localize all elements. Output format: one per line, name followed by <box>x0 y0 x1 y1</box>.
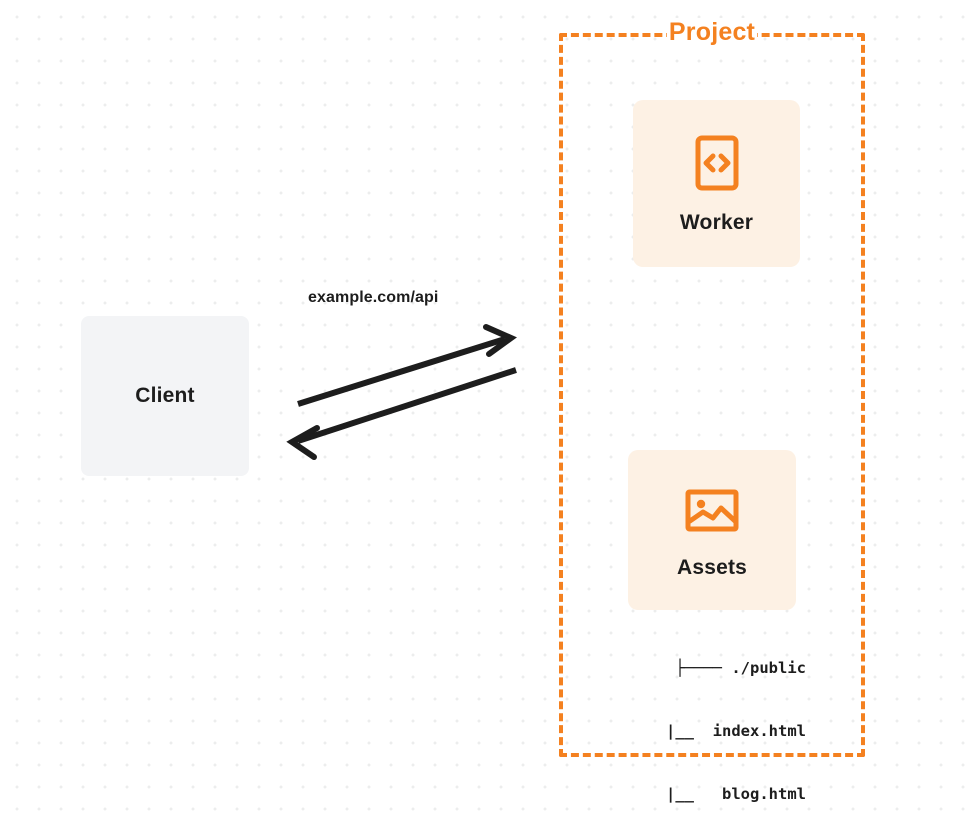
code-brackets-icon <box>695 135 738 190</box>
file-tree-row: |__ blog.html <box>638 785 806 803</box>
file-tree-row: |__ index.html <box>638 722 806 740</box>
request-arrow <box>297 324 517 407</box>
worker-card-label: Worker <box>679 210 754 234</box>
client-node-label: Client <box>135 384 195 407</box>
assets-card[interactable]: Assets <box>628 450 796 610</box>
image-icon <box>685 489 739 532</box>
worker-card[interactable]: Worker <box>633 100 800 267</box>
project-group-title-text: Project <box>666 18 758 46</box>
file-tree-row: ├──── ./public <box>675 659 806 677</box>
client-node[interactable]: Client <box>81 316 249 476</box>
assets-file-tree: ├──── ./public |__ index.html |__ blog.h… <box>601 616 806 818</box>
response-arrow <box>286 367 517 460</box>
project-group-title: Project <box>563 18 861 46</box>
connector-label: example.com/api <box>308 289 439 306</box>
assets-card-label: Assets <box>676 556 748 579</box>
